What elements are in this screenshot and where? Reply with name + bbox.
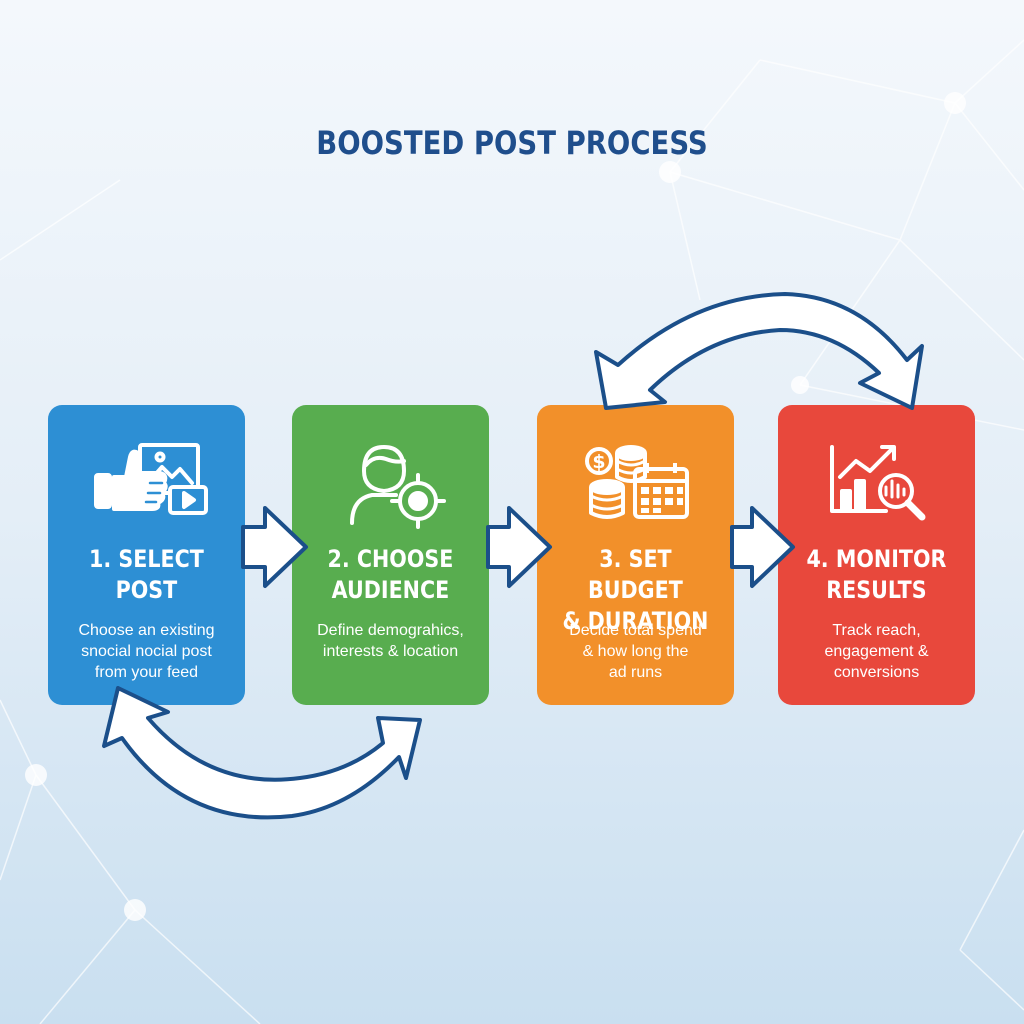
step-title: 4. MONITOR RESULTS — [806, 545, 947, 604]
page-title: BOOSTED POST PROCESS — [316, 124, 708, 162]
loop-arrow-top-icon — [594, 292, 924, 410]
chart-magnifier-icon — [830, 445, 926, 521]
step-card-monitor-results: 4. MONITOR RESULTS Track reach, engageme… — [778, 405, 975, 705]
arrow-right-icon — [730, 506, 795, 588]
step-description: Track reach, engagement & conversions — [824, 622, 929, 681]
svg-text:$: $ — [592, 451, 605, 473]
step-title: 2. CHOOSE AUDIENCE — [327, 545, 454, 604]
arrow-right-icon — [486, 506, 552, 588]
step-description: Define demograhics, interests & location — [317, 622, 464, 660]
loop-arrow-bottom-icon — [102, 686, 422, 820]
step-card-set-budget: $ 3. SET BUDGET & DURATION Decide total … — [537, 405, 734, 705]
step-card-choose-audience: 2. CHOOSE AUDIENCE Define demograhics, i… — [292, 405, 489, 705]
step-description: Choose an existing snocial nocial post f… — [78, 622, 215, 681]
arrow-right-icon — [241, 506, 308, 588]
step-title: 3. SET BUDGET & DURATION — [562, 545, 709, 635]
step-title: 1. SELECT POST — [89, 545, 204, 604]
step-card-select-post: 1. SELECT POST Choose an existing snocia… — [48, 405, 245, 705]
coins-calendar-icon: $ — [585, 445, 689, 519]
thumbs-up-media-icon — [94, 443, 208, 515]
person-target-icon — [350, 445, 446, 529]
step-description: Decide total spend & how long the ad run… — [569, 622, 702, 681]
